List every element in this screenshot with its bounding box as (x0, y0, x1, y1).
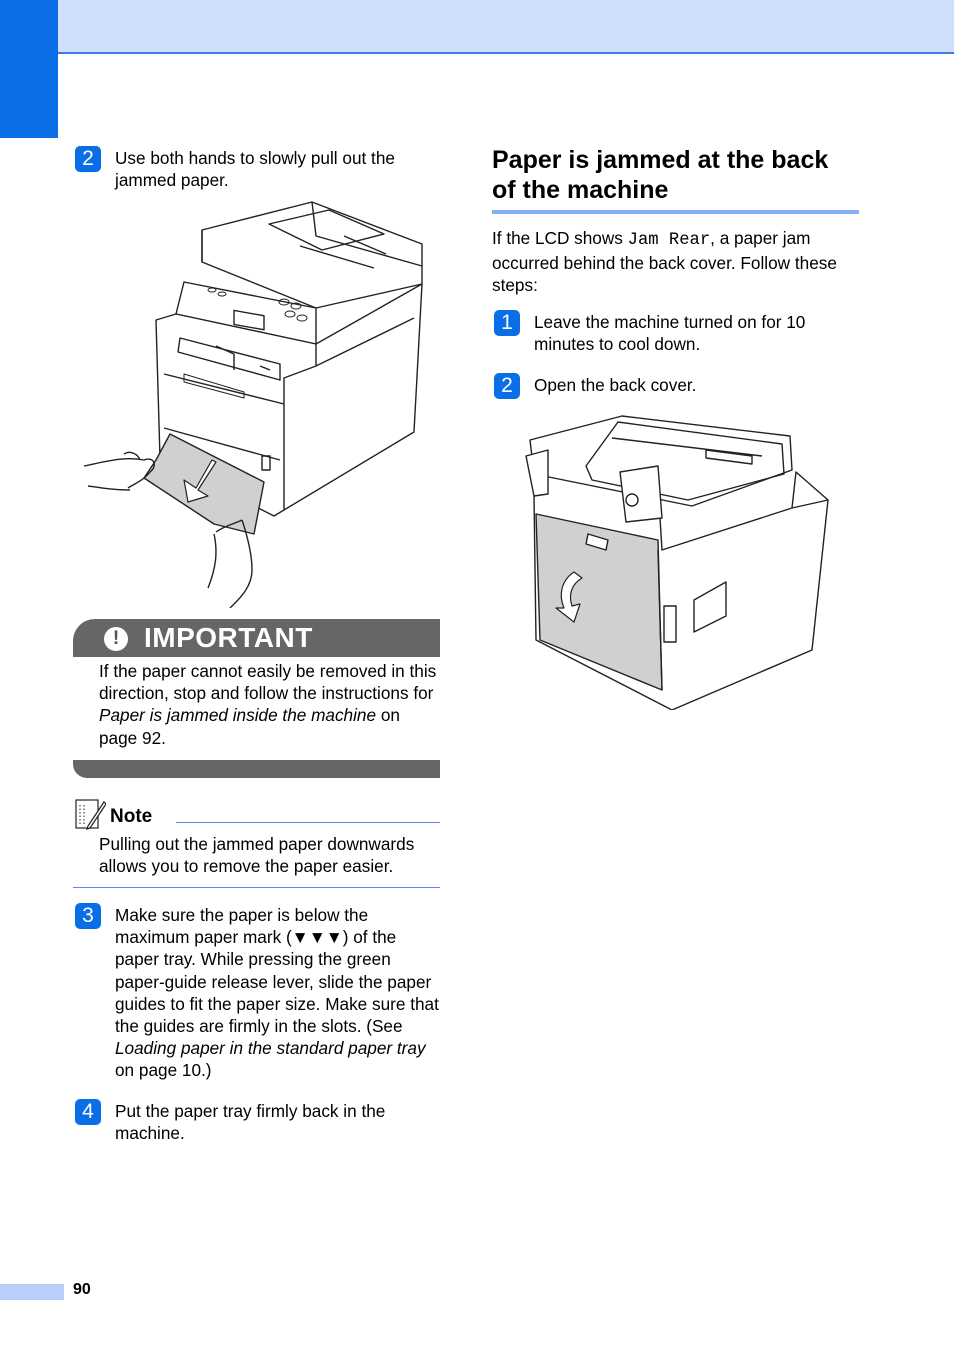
section-heading: Paper is jammed at the back of the machi… (492, 146, 829, 204)
printer-back-illustration (525, 415, 829, 710)
important-text: If the paper cannot easily be removed in… (99, 661, 437, 748)
important-link[interactable]: Paper is jammed inside the machine (99, 705, 377, 726)
important-title: IMPORTANT (144, 622, 313, 653)
step-text: Put the paper tray firmly back in the ma… (115, 1101, 386, 1144)
note-text: Pulling out the jammed paper downwards a… (99, 834, 415, 877)
header-band (58, 0, 954, 54)
warning-icon: ! (104, 627, 128, 651)
step-2-left: 2 Use both hands to slowly pull out the … (75, 146, 445, 196)
printer-front-illustration (84, 201, 423, 608)
note-rule-bottom (73, 887, 440, 888)
step-number-badge: 2 (75, 146, 101, 172)
step-number-badge: 4 (75, 1099, 101, 1125)
lcd-message: Jam Rear (627, 231, 711, 250)
loading-paper-link[interactable]: Loading paper in the standard paper tray (115, 1038, 426, 1059)
step-2-right: 2 Open the back cover. (494, 373, 864, 403)
chapter-tab (0, 0, 58, 138)
note-rule-top (176, 822, 440, 823)
important-footer (73, 760, 440, 778)
step-3: 3 Make sure the paper is below the maxim… (75, 903, 445, 1088)
step-text: Use both hands to slowly pull out the ja… (115, 148, 395, 191)
page-number: 90 (73, 1281, 91, 1298)
step-number-badge: 3 (75, 903, 101, 929)
important-header (73, 619, 440, 657)
step-number-badge: 1 (494, 310, 520, 336)
step-1-right: 1 Leave the machine turned on for 10 min… (494, 310, 864, 360)
step-text: Leave the machine turned on for 10 minut… (534, 312, 806, 355)
note-title: Note (110, 806, 153, 827)
step-number-badge: 2 (494, 373, 520, 399)
footer-tab (0, 1284, 64, 1300)
intro-text: If the LCD shows Jam Rear, a paper jam o… (492, 228, 837, 296)
step-text: Open the back cover. (534, 375, 697, 395)
heading-rule (492, 210, 859, 214)
step-4: 4 Put the paper tray firmly back in the … (75, 1099, 445, 1149)
note-pencil-icon (75, 799, 106, 830)
step-text: Make sure the paper is below the maximum… (115, 905, 439, 1081)
